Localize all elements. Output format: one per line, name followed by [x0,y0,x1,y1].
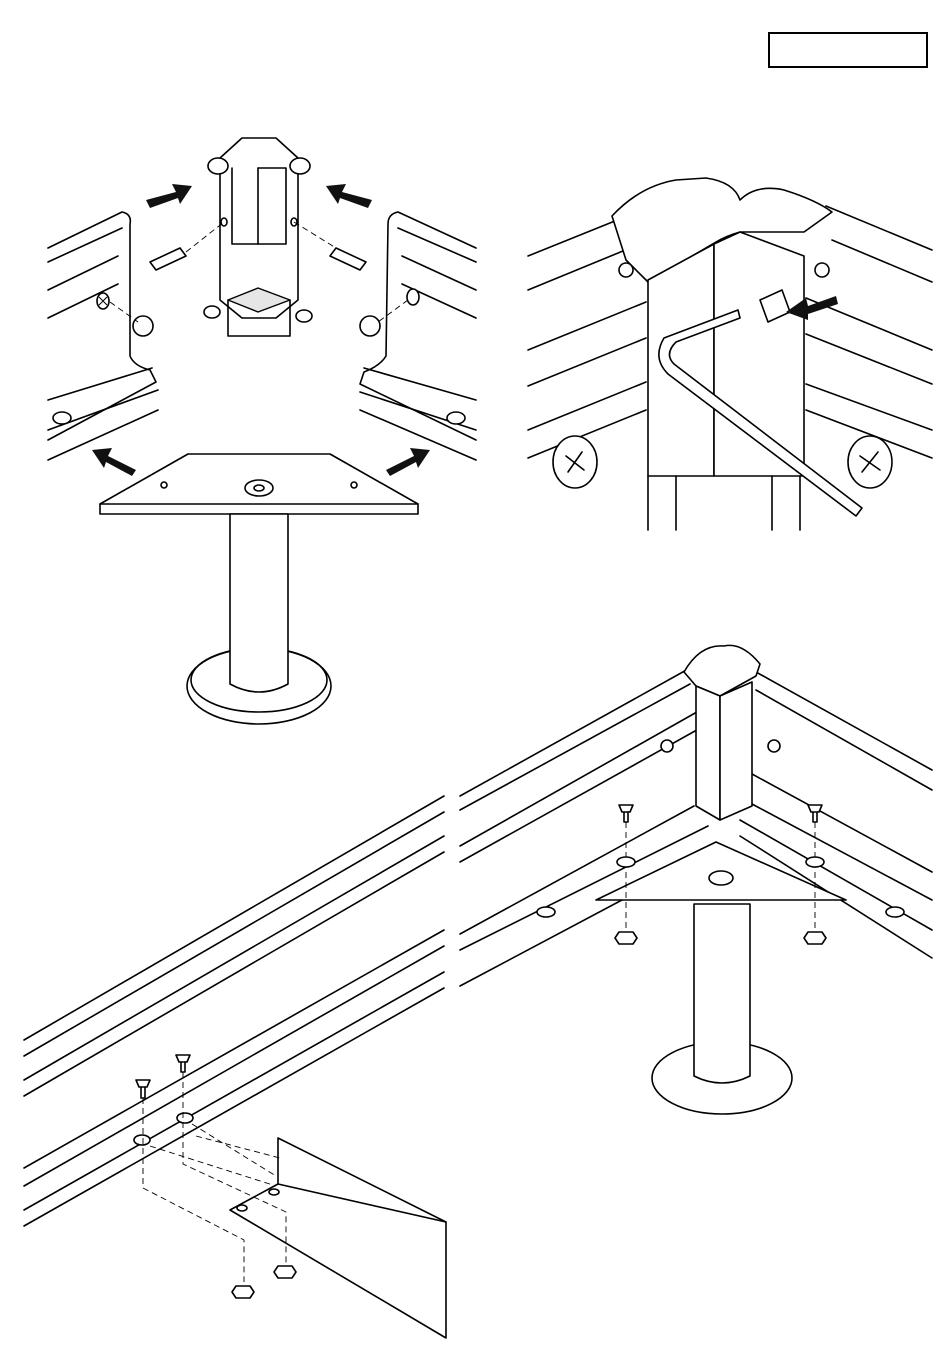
nut [615,932,637,944]
arrow-icon [326,184,372,208]
figure-frame-corner-assembled [460,645,932,1114]
right-rail [360,212,476,460]
figure-corner-exploded [48,138,476,724]
arrow-icon [386,448,430,476]
cam-lock-left [133,316,153,336]
dowel-left [150,222,224,270]
dowel-right [294,222,366,270]
arrow-icon [92,448,136,476]
figure-hex-key-detail [528,178,932,530]
corner-connector [204,138,312,336]
nut [274,1266,296,1278]
nut [232,1286,254,1298]
nut [804,932,826,944]
arrow-icon [146,184,192,208]
figure-rail-joint [24,796,446,1338]
leg-with-top-plate [100,454,418,724]
cam-lock-right [360,316,380,336]
